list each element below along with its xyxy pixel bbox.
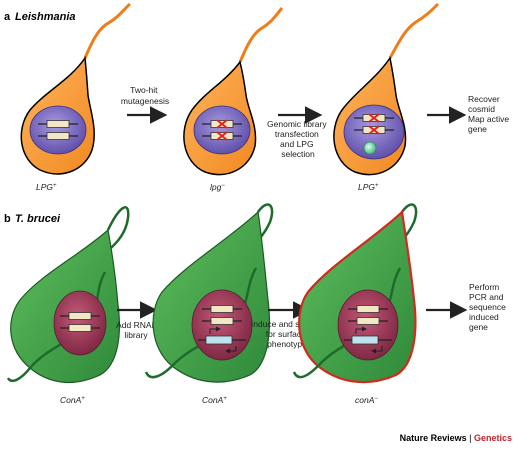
cell-label-b1: ConA+ xyxy=(60,395,85,405)
leishmania-cell-1 xyxy=(20,2,131,175)
trypanosome-cell-3 xyxy=(292,203,418,384)
nucleus xyxy=(337,289,399,361)
nucleus xyxy=(53,290,107,356)
cosmid-circle xyxy=(363,141,377,155)
flagellum-tail xyxy=(6,367,31,383)
panel-a-title: Leishmania xyxy=(15,11,76,23)
flagellum xyxy=(388,2,440,59)
step-label-b3: Perform PCR and sequence induced gene xyxy=(469,282,508,332)
step-label-b1: Add RNAi library xyxy=(116,320,156,340)
rnai-construct xyxy=(198,326,246,354)
leishmania-cell-2 xyxy=(183,7,284,176)
cell-label-a2: lpg− xyxy=(210,182,225,192)
flagellum xyxy=(238,7,284,63)
cell-label-b3: conA− xyxy=(355,395,378,405)
cell-label-a1: LPG+ xyxy=(36,182,57,192)
cell-label-a3: LPG+ xyxy=(358,182,379,192)
nucleus xyxy=(193,105,251,155)
flagellum-tail xyxy=(144,365,173,379)
panel-b-letter: b xyxy=(4,213,11,225)
step-label-a3: Recover cosmid Map active gene xyxy=(468,94,511,134)
cell-label-b2: ConA+ xyxy=(202,395,227,405)
nucleus xyxy=(29,105,87,155)
step-label-a1: Two-hit mutagenesis xyxy=(121,85,169,106)
panel-a-letter: a xyxy=(4,11,11,23)
journal-credit: Nature Reviews | Genetics xyxy=(400,433,512,443)
trypanosome-cell-1 xyxy=(6,206,130,383)
leishmania-cell-3 xyxy=(333,2,440,176)
flagellum xyxy=(83,2,131,59)
trypanosome-cell-2 xyxy=(144,203,274,383)
rnai-construct xyxy=(344,326,392,354)
step-label-b2: Induce and screen for surface phenotype xyxy=(251,319,323,349)
nucleus xyxy=(191,289,253,361)
step-label-a2: Genomic library transfection and LPG sel… xyxy=(267,119,329,159)
panel-b-title: T. brucei xyxy=(15,213,61,225)
flagellum-tail xyxy=(292,365,319,379)
